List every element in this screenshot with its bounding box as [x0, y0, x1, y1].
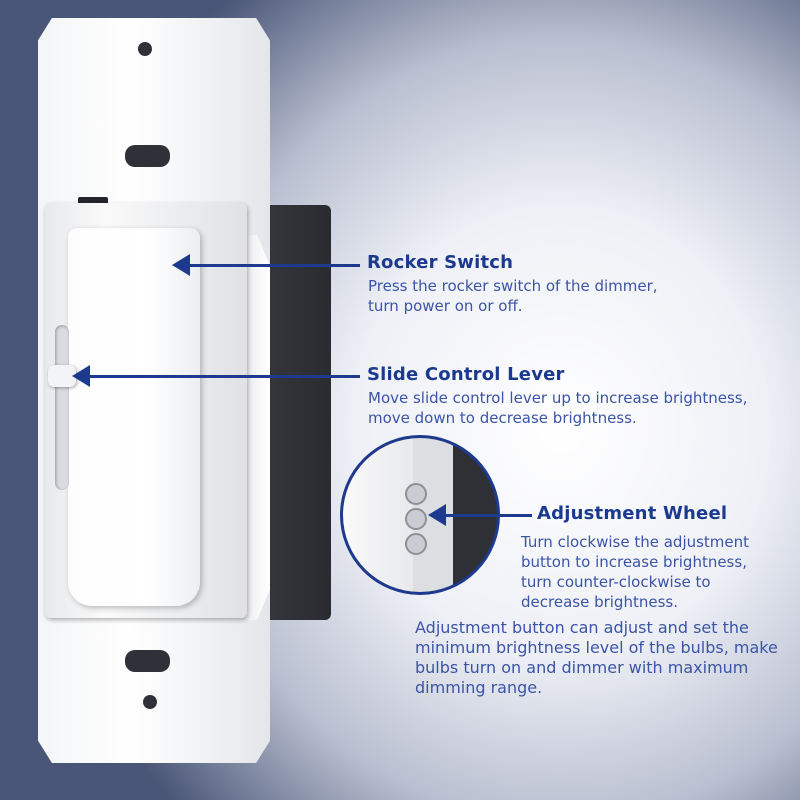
wheel-title: Adjustment Wheel: [537, 503, 728, 524]
arrow-rocker-icon: [172, 254, 190, 276]
line: move down to decrease brightness.: [368, 409, 637, 427]
slot-bottom: [125, 650, 170, 672]
line: turn counter-clockwise to: [521, 573, 711, 591]
screw-hole-top: [138, 42, 152, 56]
slide-control-lever[interactable]: [48, 365, 76, 387]
line: minimum brightness level of the bulbs, m…: [415, 638, 778, 657]
slide-desc: Move slide control lever up to increase …: [368, 388, 747, 428]
line: Adjustment button can adjust and set the: [415, 618, 749, 637]
line: Move slide control lever up to increase …: [368, 389, 748, 407]
slider-track: [55, 325, 69, 490]
arrow-slide-line: [88, 375, 360, 378]
arrow-rocker-line: [188, 264, 360, 267]
line: button to increase brightness,: [521, 553, 747, 571]
line: Turn clockwise the adjustment: [521, 533, 750, 551]
screw-hole-bottom: [143, 695, 157, 709]
line: turn power on or off.: [368, 297, 523, 315]
slot-top: [125, 145, 170, 167]
arrow-wheel-line: [444, 514, 532, 517]
line: dimming range.: [415, 678, 543, 697]
line: Press the rocker switch of the dimmer,: [368, 277, 658, 295]
line: bulbs turn on and dimmer with maximum: [415, 658, 749, 677]
adjustment-note: Adjustment button can adjust and set the…: [415, 618, 778, 698]
wheel-desc: Turn clockwise the adjustment button to i…: [521, 532, 749, 612]
arrow-wheel-icon: [428, 504, 446, 526]
rocker-desc: Press the rocker switch of the dimmer, tu…: [368, 276, 658, 316]
adjustment-wheel-zoom: [340, 435, 500, 595]
clip: [78, 197, 108, 205]
line: decrease brightness.: [521, 593, 678, 611]
slide-title: Slide Control Lever: [367, 364, 565, 385]
rocker-switch[interactable]: [68, 228, 200, 606]
rocker-title: Rocker Switch: [367, 252, 514, 273]
arrow-slide-icon: [72, 365, 90, 387]
